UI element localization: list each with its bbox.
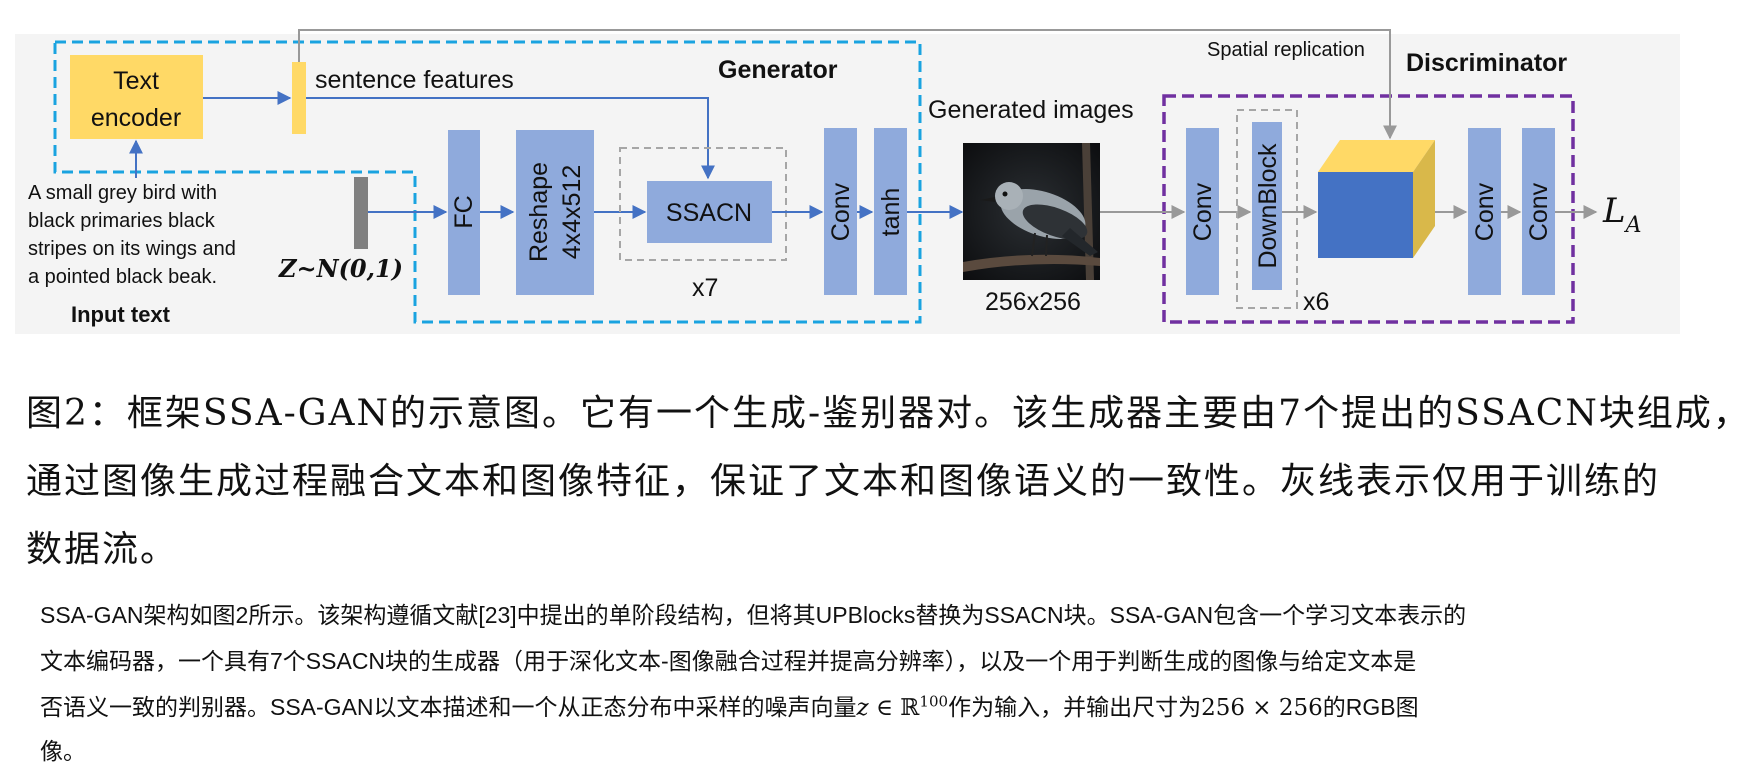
generator-conv-block (824, 128, 857, 295)
body-text-line-2: 文本编码器，一个具有7个SSACN块的生成器（用于深化文本-图像融合过程并提高分… (40, 648, 1417, 674)
downblock-block (1252, 122, 1282, 290)
body-text-line-3: 否语义一致的判别器。SSA-GAN以文本描述和一个从正态分布中采样的噪声向量z … (40, 688, 1419, 722)
fc-label: FC (450, 195, 478, 228)
generator-label: Generator (718, 56, 838, 84)
loss-subscript: A (1624, 213, 1642, 238)
reshape-block (516, 130, 594, 295)
spatial-replication-line (298, 29, 1397, 140)
output-size-math: 256 × 256 (1201, 695, 1323, 721)
body-text-line-4: 像。 (40, 738, 86, 764)
loss-letter: L (1602, 191, 1626, 231)
body-line3-end: 的RGB图 (1322, 694, 1419, 720)
generated-bird-image (963, 143, 1100, 280)
reshape-label-line2: 4x4x512 (558, 165, 586, 260)
noise-label: Z~N(0,1) (278, 254, 403, 283)
discriminator-conv-block-1 (1186, 128, 1219, 295)
fc-block (448, 130, 480, 295)
spatial-replication-label: Spatial replication (1207, 39, 1365, 61)
sentence-features-bar (292, 62, 306, 134)
text-encoder-block (70, 55, 203, 139)
image-size-label: 256x256 (985, 288, 1081, 316)
discriminator-conv-label-3: Conv (1525, 182, 1553, 241)
input-text-line-2: black primaries black (28, 210, 216, 232)
ssacn-label: SSACN (666, 199, 752, 227)
discriminator-outline (1162, 94, 1575, 324)
ssa-gan-architecture-diagram: Generator Discriminator Spatial replicat… (15, 29, 1680, 334)
input-text-line-3: stripes on its wings and (28, 238, 236, 260)
tanh-block (874, 128, 907, 295)
adversarial-loss-symbol: LA (1602, 191, 1641, 238)
body-text-line-1: SSA-GAN架构如图2所示。该架构遵循文献[23]中提出的单阶段结构，但将其U… (40, 602, 1467, 628)
ssacn-repeat-count: x7 (692, 274, 718, 302)
discriminator-conv-block-2 (1468, 128, 1501, 295)
generator-outline (53, 40, 922, 324)
feature-cube (1318, 140, 1435, 258)
generated-images-label: Generated images (928, 96, 1134, 124)
noise-vector-symbol: z (856, 695, 869, 721)
body-line3-middle: 作为输入，并输出尺寸为 (948, 694, 1202, 720)
sentence-features-label: sentence features (315, 66, 514, 94)
tanh-label: tanh (877, 188, 905, 237)
input-text-label: Input text (71, 302, 171, 327)
text-encoder-label-line1: Text (113, 67, 159, 95)
discriminator-conv-block-3 (1522, 128, 1555, 295)
downblock-label: DownBlock (1254, 143, 1282, 269)
figure-caption-line-3: 数据流。 (26, 529, 179, 570)
reshape-label-line1: Reshape (525, 162, 553, 262)
text-encoder-label-line2: encoder (91, 104, 181, 132)
input-text-line-4: a pointed black beak. (28, 266, 217, 288)
features-to-ssacn-arrow (306, 97, 715, 180)
figure-caption-line-1: 图2：框架SSA-GAN的示意图。它有一个生成-鉴别器对。该生成器主要由7个提出… (26, 393, 1751, 434)
body-line3-start: 否语义一致的判别器。SSA-GAN以文本描述和一个从正态分布中采样的噪声向量 (40, 694, 857, 720)
ssacn-repeat-outline (619, 147, 787, 261)
generator-conv-label: Conv (827, 182, 855, 241)
discriminator-conv-label-1: Conv (1189, 182, 1217, 241)
discriminator-label: Discriminator (1406, 49, 1567, 77)
downblock-repeat-count: x6 (1303, 288, 1329, 316)
ssacn-block (647, 181, 772, 243)
discriminator-conv-label-2: Conv (1471, 182, 1499, 241)
real-space-symbol: ∈ ℝ (868, 695, 920, 721)
noise-vector-bar (354, 177, 368, 249)
input-text-line-1: A small grey bird with (28, 182, 217, 204)
downblock-repeat-outline (1236, 109, 1298, 309)
dimension-exponent: 100 (919, 692, 949, 711)
figure-caption-line-2: 通过图像生成过程融合文本和图像特征，保证了文本和图像语义的一致性。灰线表示仅用于… (26, 461, 1661, 502)
